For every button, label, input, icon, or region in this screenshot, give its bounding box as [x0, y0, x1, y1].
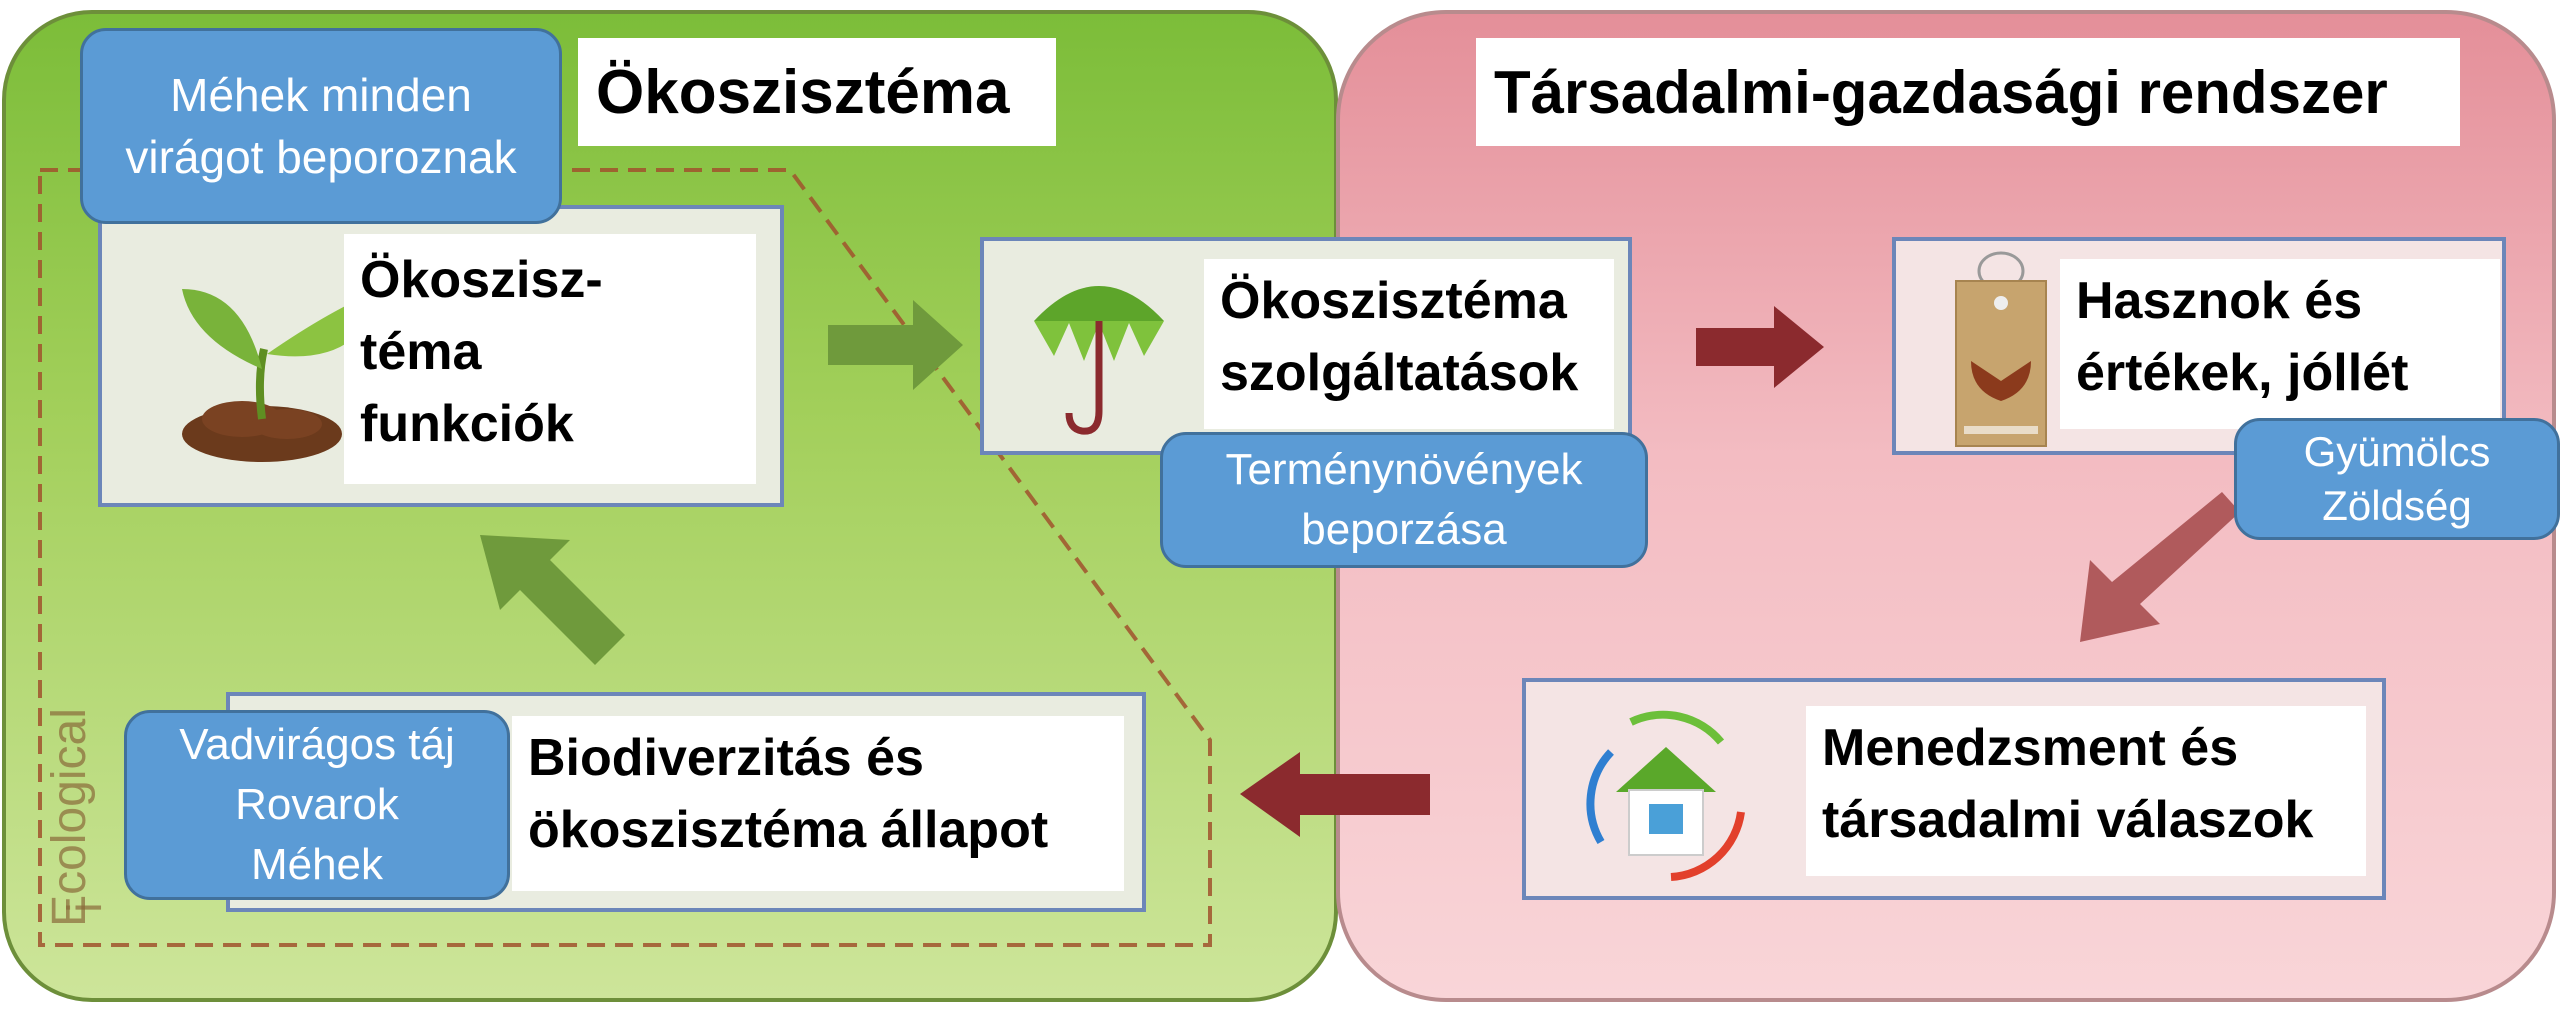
- benefits-label: Hasznok és értékek, jóllét: [2060, 259, 2500, 429]
- ecosystem-services-label: Ökoszisztéma szolgáltatások: [1204, 259, 1614, 429]
- socio-economic-title: Társadalmi-gazdasági rendszer: [1476, 38, 2460, 146]
- eco-house-icon: [1586, 710, 1745, 881]
- arrow-benefits-to-management: [2080, 492, 2240, 642]
- arrow-services-to-benefits: [1696, 306, 1824, 388]
- benefits-card: Hasznok és értékek, jóllét: [1892, 237, 2506, 455]
- callout-bees-pollinate: Méhek minden virágot beporoznak: [80, 28, 562, 224]
- ecological-vertical-label: Ecological i: [42, 708, 112, 927]
- arrow-biodiversity-to-functions: [480, 535, 625, 665]
- arrow-functions-to-services: [828, 300, 963, 390]
- price-tag-icon: [1955, 251, 2047, 447]
- management-card: Menedzsment és társadalmi válaszok: [1522, 678, 2386, 900]
- arrow-management-to-biodiversity: [1240, 752, 1430, 837]
- ecosystem-functions-label: Ökoszisz- téma funkciók: [344, 234, 756, 484]
- ecosystem-functions-card: Ökoszisz- téma funkciók: [98, 205, 784, 507]
- callout-fruit-vegetable: Gyümölcs Zöldség: [2234, 418, 2560, 540]
- management-label: Menedzsment és társadalmi válaszok: [1806, 706, 2366, 876]
- ecosystem-services-card: Ökoszisztéma szolgáltatások: [980, 237, 1632, 455]
- callout-crop-pollination: Terménynövények beporzása: [1160, 432, 1648, 568]
- ecosystem-title: Ökoszisztéma: [578, 38, 1056, 146]
- biodiversity-label: Biodiverzitás és ökoszisztéma állapot: [512, 716, 1124, 891]
- callout-landscape-insects-bees: Vadvirágos táj Rovarok Méhek: [124, 710, 510, 900]
- leaf-umbrella-icon: [1034, 286, 1164, 435]
